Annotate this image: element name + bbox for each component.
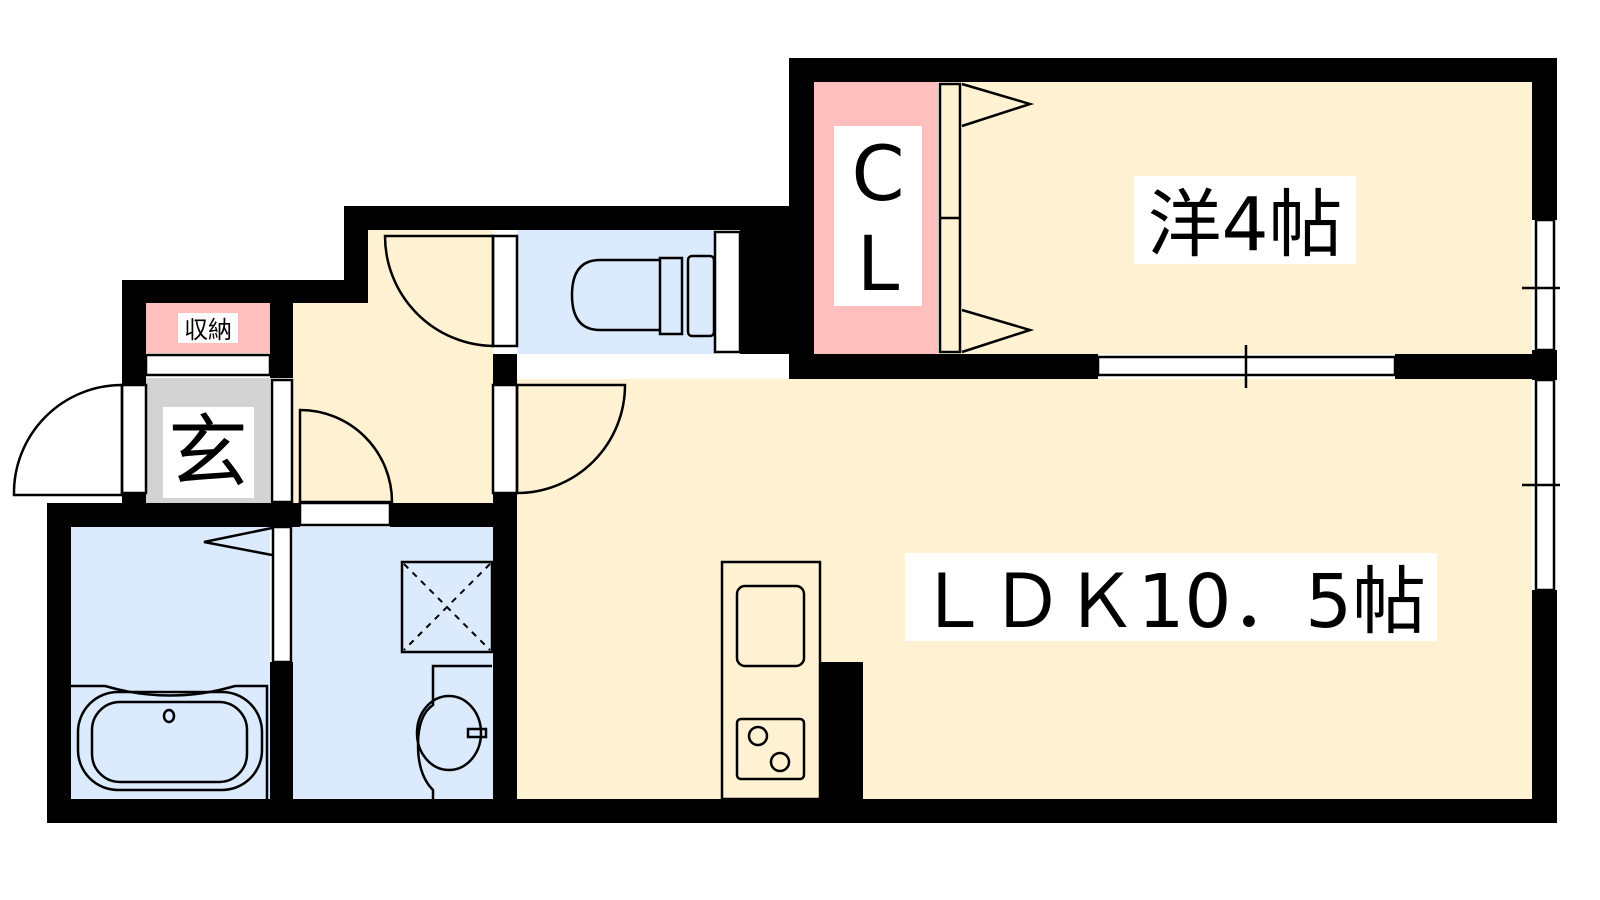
windows	[1522, 218, 1560, 592]
closet-label-bg	[834, 126, 922, 306]
kitchen-counter	[720, 560, 822, 801]
storage-label-bg	[178, 313, 238, 343]
closet-label-l: L	[857, 219, 899, 308]
wash-basin	[415, 664, 492, 799]
washing-machine-pan	[400, 560, 494, 654]
entrance-label-bg	[163, 407, 254, 498]
doors[interactable]	[12, 82, 1397, 664]
ldk-label: ＬＤＫ10．5帖	[916, 559, 1426, 645]
western-room-label: 洋4帖	[1147, 182, 1342, 268]
bathtub	[71, 684, 269, 799]
entrance-label: 玄	[168, 406, 248, 499]
ldk-label-bg	[905, 553, 1437, 641]
hallway-floor	[368, 230, 493, 503]
washroom-floor	[293, 527, 493, 799]
toilet-floor	[517, 230, 715, 354]
western-label-bg	[1134, 176, 1356, 264]
walls	[47, 58, 1557, 823]
storage-label: 収納	[184, 316, 232, 344]
hallway-floor-2	[293, 303, 373, 503]
closet-label-c: C	[851, 129, 904, 218]
bath-floor	[71, 527, 270, 799]
toilet-fixture	[570, 254, 716, 338]
